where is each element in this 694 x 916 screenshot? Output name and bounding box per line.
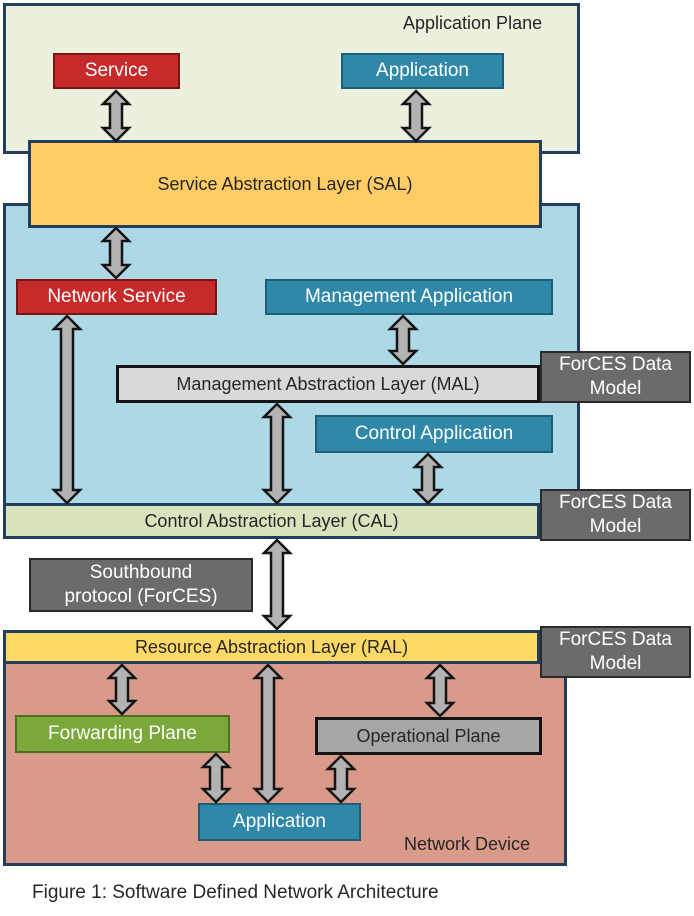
arrow-forwarding-application xyxy=(199,752,233,804)
operational-plane-box: Operational Plane xyxy=(315,717,542,755)
southbound-protocol-label: Southbound protocol (ForCES) xyxy=(64,562,218,607)
service-label: Service xyxy=(84,60,149,82)
arrow-management-app-mal xyxy=(386,314,420,366)
ral-label: Resource Abstraction Layer (RAL) xyxy=(134,636,409,657)
resource-abstraction-layer: Resource Abstraction Layer (RAL) xyxy=(3,630,540,664)
figure-caption: Figure 1: Software Defined Network Archi… xyxy=(32,882,439,903)
arrow-cal-ral xyxy=(260,538,294,631)
application-box-bottom: Application xyxy=(198,803,361,841)
application-box-top: Application xyxy=(341,53,504,89)
forces-data-model-mal: ForCES Data Model xyxy=(540,351,691,403)
sal-label: Service Abstraction Layer (SAL) xyxy=(157,173,413,194)
forces-data-model-ral: ForCES Data Model xyxy=(540,626,691,678)
mal-label: Management Abstraction Layer (MAL) xyxy=(176,373,480,394)
arrow-ral-forwarding xyxy=(105,663,139,716)
arrow-mal-cal xyxy=(260,402,294,505)
control-application-box: Control Application xyxy=(315,415,553,453)
application-bottom-label: Application xyxy=(233,811,326,833)
southbound-protocol-box: Southbound protocol (ForCES) xyxy=(29,558,253,612)
arrow-control-app-cal xyxy=(411,452,445,505)
network-device-label: Network Device xyxy=(404,834,531,854)
service-abstraction-layer: Service Abstraction Layer (SAL) xyxy=(28,140,542,228)
management-application-label: Management Application xyxy=(304,286,514,308)
arrow-operational-application xyxy=(324,754,358,804)
arrow-application-sal xyxy=(399,89,433,143)
forces-data-model-ral-label: ForCES Data Model xyxy=(559,629,672,674)
management-application-box: Management Application xyxy=(265,279,553,315)
forces-data-model-cal: ForCES Data Model xyxy=(540,489,691,541)
forces-data-model-cal-label: ForCES Data Model xyxy=(559,492,672,537)
cal-label: Control Abstraction Layer (CAL) xyxy=(144,510,399,531)
arrow-service-sal xyxy=(99,89,133,143)
arrow-network-service-cal xyxy=(50,314,84,505)
management-abstraction-layer: Management Abstraction Layer (MAL) xyxy=(116,365,540,403)
forwarding-plane-box: Forwarding Plane xyxy=(15,715,230,753)
control-application-label: Control Application xyxy=(354,423,514,445)
control-abstraction-layer: Control Abstraction Layer (CAL) xyxy=(3,503,540,539)
arrow-sal-network-service xyxy=(99,226,133,280)
arrow-ral-application xyxy=(251,663,285,804)
arrow-ral-operational xyxy=(423,663,457,718)
operational-plane-label: Operational Plane xyxy=(356,725,501,746)
network-service-box: Network Service xyxy=(16,279,217,315)
application-top-label: Application xyxy=(376,60,469,82)
forwarding-plane-label: Forwarding Plane xyxy=(48,723,197,745)
application-plane-label: Application Plane xyxy=(403,13,543,33)
service-box: Service xyxy=(53,53,180,89)
forces-data-model-mal-label: ForCES Data Model xyxy=(559,354,672,399)
network-service-label: Network Service xyxy=(47,286,186,308)
